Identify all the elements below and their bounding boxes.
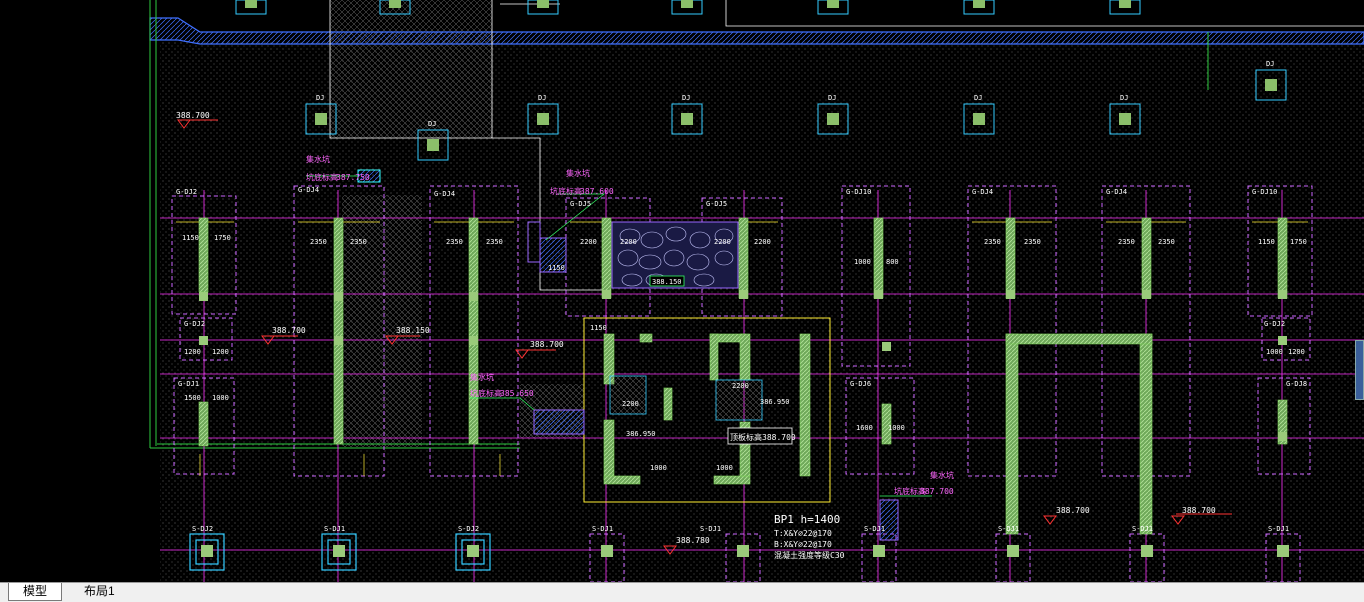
svg-text:1200: 1200 — [184, 348, 201, 356]
foundation-label: G-DJ6 — [850, 380, 871, 388]
dj-label: DJ — [828, 94, 836, 102]
foundation-label: G-DJ10 — [846, 188, 871, 196]
foundation-label: G-DJ8 — [1286, 380, 1307, 388]
pit-label: 集水坑 — [306, 154, 330, 164]
svg-text:2200: 2200 — [580, 238, 597, 246]
pit-label: 集水坑 — [930, 470, 954, 480]
foundation-label: G-DJ4 — [434, 190, 455, 198]
elev-text: 387.600 — [580, 187, 614, 196]
elev-text: 388.700 — [1182, 506, 1216, 515]
foundation-label: G-DJ4 — [298, 186, 319, 194]
svg-text:2350: 2350 — [446, 238, 463, 246]
pit-label: 集水坑 — [470, 372, 494, 382]
elev-text: 388.700 — [1056, 506, 1090, 515]
svg-text:388.150: 388.150 — [652, 278, 682, 286]
pit-bottom-label: 坑底标高 — [550, 186, 582, 196]
svg-text:2200: 2200 — [620, 238, 637, 246]
svg-text:1150: 1150 — [590, 324, 607, 332]
svg-text:1150: 1150 — [1258, 238, 1275, 246]
svg-text:386.950: 386.950 — [626, 430, 656, 438]
foundation-label: G-DJ2 — [176, 188, 197, 196]
dj-label: DJ — [682, 94, 690, 102]
foundation-label: S-DJ1 — [1268, 525, 1289, 533]
elev-text: 388.700 — [272, 326, 306, 335]
svg-text:1750: 1750 — [1290, 238, 1307, 246]
elev-text: 385.650 — [500, 389, 534, 398]
foundation-label: S-DJ2 — [192, 525, 213, 533]
bp1-top-rebar: T:X&Y⌀22@170 — [774, 529, 832, 538]
svg-text:2200: 2200 — [754, 238, 771, 246]
svg-text:1200: 1200 — [212, 348, 229, 356]
foundation-label: S-DJ1 — [700, 525, 721, 533]
foundation-label: G-DJ1 — [178, 380, 199, 388]
svg-text:2350: 2350 — [486, 238, 503, 246]
dj-label: DJ — [1120, 94, 1128, 102]
cad-drawing — [149, 0, 1364, 582]
dj-label: DJ — [974, 94, 982, 102]
cad-model-space[interactable]: 388.700 388.700 388.150 388.700 388.780 … — [0, 0, 1364, 582]
pit-bottom-label: 坑底标高 — [306, 172, 338, 182]
foundation-label: G-DJ5 — [706, 200, 727, 208]
foundation-label: S-DJ1 — [864, 525, 885, 533]
svg-text:1000: 1000 — [1266, 348, 1283, 356]
bp1-concrete: 混凝土强度等级C30 — [774, 550, 845, 560]
svg-text:2350: 2350 — [310, 238, 327, 246]
elev-text: 387.700 — [920, 487, 954, 496]
foundation-label: S-DJ1 — [998, 525, 1019, 533]
svg-text:2200: 2200 — [622, 400, 639, 408]
pit-label: 集水坑 — [566, 168, 590, 178]
svg-text:1000: 1000 — [212, 394, 229, 402]
foundation-label: S-DJ1 — [324, 525, 345, 533]
svg-text:1750: 1750 — [214, 234, 231, 242]
svg-text:2350: 2350 — [1158, 238, 1175, 246]
foundation-label: S-DJ2 — [458, 525, 479, 533]
dj-label: DJ — [538, 94, 546, 102]
foundation-label: G-DJ4 — [972, 188, 993, 196]
svg-text:1000: 1000 — [888, 424, 905, 432]
svg-text:1150: 1150 — [182, 234, 199, 242]
elev-text: 388.150 — [396, 326, 430, 335]
dj-label: DJ — [428, 120, 436, 128]
pit-bottom-label: 坑底标高 — [470, 388, 502, 398]
foundation-label: G-DJ5 — [570, 200, 591, 208]
svg-text:800: 800 — [886, 258, 899, 266]
slab-caption: 顶板标高388.700 — [730, 432, 796, 442]
bp1-bottom-rebar: B:X&Y⌀22@170 — [774, 540, 832, 549]
foundation-label: S-DJ1 — [1132, 525, 1153, 533]
dj-pad-row — [235, 0, 1287, 161]
elev-text: 388.780 — [676, 536, 710, 545]
svg-text:2350: 2350 — [984, 238, 1001, 246]
foundation-label: G-DJ10 — [1252, 188, 1277, 196]
svg-text:1150: 1150 — [548, 264, 565, 272]
layout-tab-bar: 模型 布局1 — [0, 582, 1364, 602]
svg-text:2200: 2200 — [732, 382, 749, 390]
svg-text:1000: 1000 — [650, 464, 667, 472]
svg-text:2350: 2350 — [1024, 238, 1041, 246]
svg-text:1500: 1500 — [184, 394, 201, 402]
svg-text:2350: 2350 — [1118, 238, 1135, 246]
dj-label: DJ — [316, 94, 324, 102]
svg-text:1200: 1200 — [1288, 348, 1305, 356]
tab-layout1[interactable]: 布局1 — [84, 584, 115, 598]
pit-bottom-label: 坑底标高 — [894, 486, 926, 496]
svg-text:2350: 2350 — [350, 238, 367, 246]
cad-annotations: 388.700 388.700 388.150 388.700 388.780 … — [176, 60, 1307, 560]
tab-model[interactable]: 模型 — [8, 583, 63, 601]
foundation-label: G-DJ2 — [1264, 320, 1285, 328]
svg-text:2200: 2200 — [714, 238, 731, 246]
svg-text:1000: 1000 — [854, 258, 871, 266]
elev-text: 387.750 — [336, 173, 370, 182]
elev-text: 388.700 — [176, 111, 210, 120]
vertical-scroll-handle[interactable] — [1355, 340, 1364, 400]
elev-text: 388.700 — [530, 340, 564, 349]
foundation-label: G-DJ2 — [184, 320, 205, 328]
svg-text:1000: 1000 — [716, 464, 733, 472]
retaining-wall — [149, 17, 1364, 45]
svg-text:1600: 1600 — [856, 424, 873, 432]
foundation-label: G-DJ4 — [1106, 188, 1127, 196]
svg-text:386.950: 386.950 — [760, 398, 790, 406]
dj-label: DJ — [1266, 60, 1274, 68]
foundation-label: S-DJ1 — [592, 525, 613, 533]
bp1-title: BP1 h=1400 — [774, 513, 840, 526]
